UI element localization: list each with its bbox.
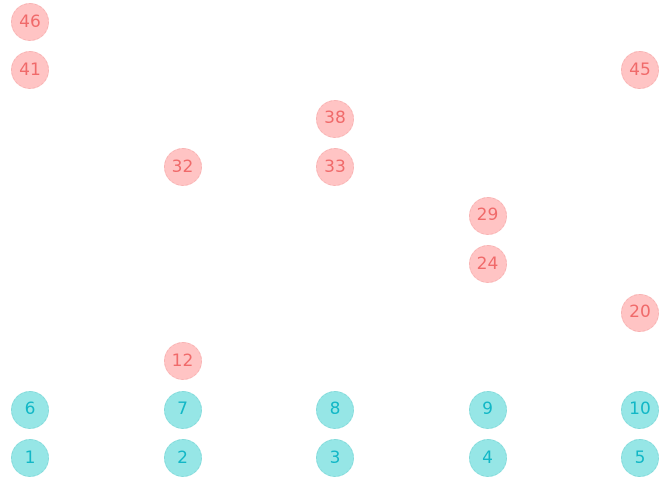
teal-token-4[interactable]: 4 (468, 439, 507, 477)
teal-token-2[interactable]: 2 (163, 439, 202, 477)
red-token-38[interactable]: 38 (316, 99, 354, 138)
teal-token-10[interactable]: 10 (621, 390, 659, 429)
red-token-29[interactable]: 29 (468, 196, 507, 235)
teal-token-9[interactable]: 9 (468, 390, 507, 429)
teal-token-7[interactable]: 7 (163, 390, 202, 429)
red-token-32[interactable]: 32 (163, 148, 202, 186)
teal-token-3[interactable]: 3 (316, 439, 354, 477)
teal-token-1[interactable]: 1 (11, 439, 49, 477)
red-token-24[interactable]: 24 (468, 245, 507, 283)
teal-token-8[interactable]: 8 (316, 390, 354, 429)
teal-token-5[interactable]: 5 (621, 439, 659, 477)
red-token-20[interactable]: 20 (621, 293, 659, 332)
red-token-33[interactable]: 33 (316, 148, 354, 186)
red-token-41[interactable]: 41 (11, 51, 49, 89)
teal-token-6[interactable]: 6 (11, 390, 49, 429)
red-token-12[interactable]: 12 (163, 342, 202, 380)
red-token-45[interactable]: 45 (621, 51, 659, 89)
red-token-46[interactable]: 46 (11, 3, 49, 41)
